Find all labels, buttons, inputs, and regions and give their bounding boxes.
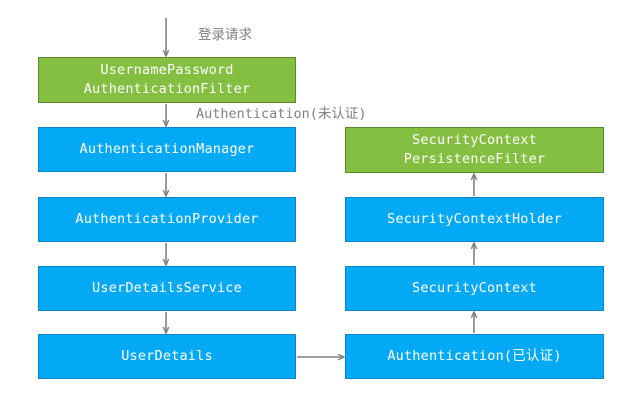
node-username-password-authentication-filter[interactable]: UsernamePassword AuthenticationFilter — [38, 57, 296, 103]
edge-label-authentication-unauthenticated: Authentication(未认证) — [196, 106, 367, 122]
node-security-context-persistence-filter[interactable]: SecurityContext PersistenceFilter — [345, 127, 604, 173]
edge-label-login-request: 登录请求 — [198, 27, 252, 43]
node-security-context[interactable]: SecurityContext — [345, 266, 604, 311]
node-user-details[interactable]: UserDetails — [38, 334, 296, 379]
node-authentication-manager[interactable]: AuthenticationManager — [38, 127, 296, 172]
node-authentication-authenticated[interactable]: Authentication(已认证) — [345, 334, 604, 379]
node-authentication-provider[interactable]: AuthenticationProvider — [38, 197, 296, 242]
node-security-context-holder[interactable]: SecurityContextHolder — [345, 197, 604, 242]
node-user-details-service[interactable]: UserDetailsService — [38, 266, 296, 311]
